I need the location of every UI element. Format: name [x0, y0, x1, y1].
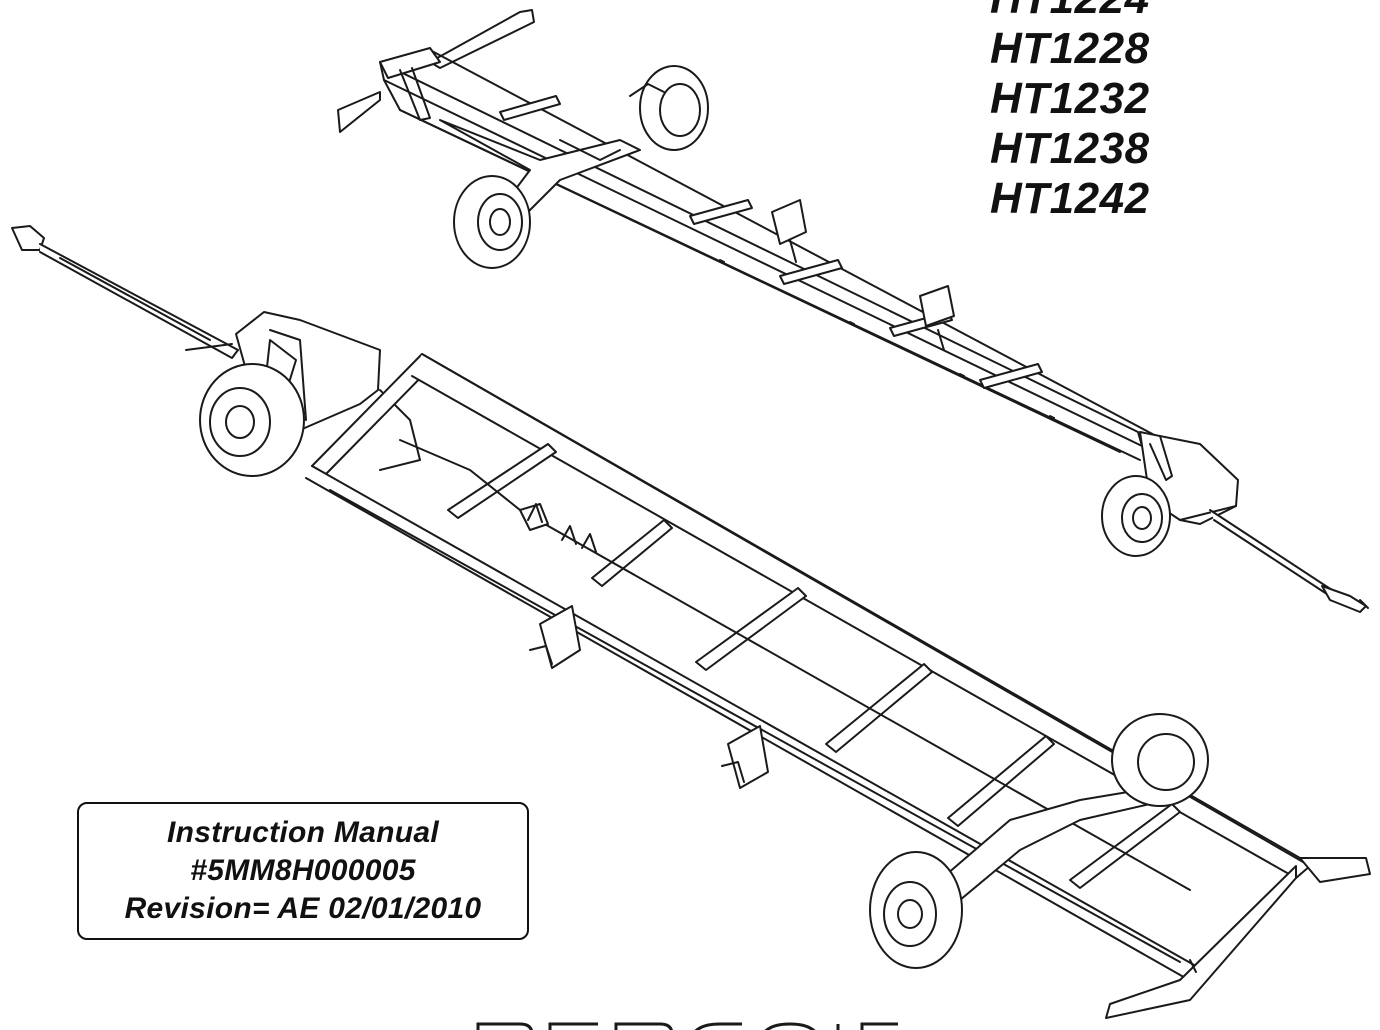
model-number: HT1232: [990, 74, 1150, 123]
model-number: HT1228: [990, 24, 1150, 73]
model-number: HT1238: [990, 124, 1150, 173]
manual-revision: Revision= AE 02/01/2010: [124, 892, 482, 925]
upper-trailer: [337, 9, 1369, 613]
manual-number: #5MM8H000005: [190, 854, 416, 887]
model-list: HT1224 HT1228 HT1232 HT1238 HT1242: [990, 0, 1150, 224]
model-number: HT1224: [990, 0, 1150, 24]
manual-title: Instruction Manual: [166, 816, 440, 849]
lower-trailer: [11, 225, 1371, 1019]
model-number: HT1242: [990, 174, 1150, 223]
brand-logo-icon: [476, 1022, 898, 1030]
manual-info-box: Instruction Manual #5MM8H000005 Revision…: [77, 802, 529, 940]
